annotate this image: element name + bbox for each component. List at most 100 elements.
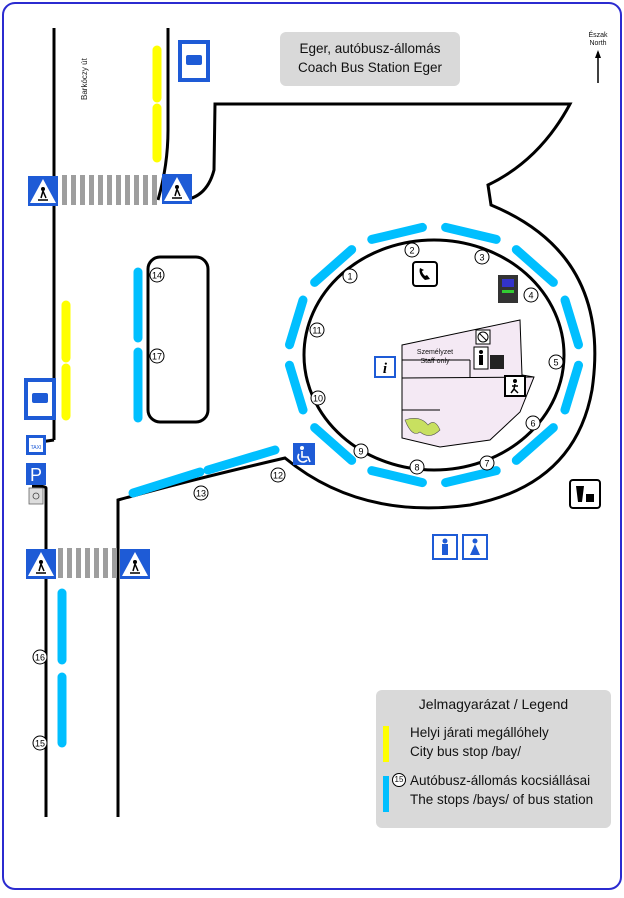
bay-number: 8: [414, 463, 419, 473]
station-island: [302, 238, 566, 472]
parking-sign-icon: P: [26, 463, 46, 485]
station-building: [401, 319, 535, 448]
station-bay-segment: [560, 295, 584, 350]
main-road-lower-stub: [31, 484, 48, 489]
bay-number: 9: [358, 447, 363, 457]
bay-number: 10: [313, 394, 323, 404]
bay-marker-3: 3: [474, 249, 490, 265]
station-outer-road: [116, 102, 597, 817]
station-bay-12: [203, 445, 280, 475]
legend-city-stop-en: City bus stop /bay/: [410, 744, 522, 759]
pedestrian-crossing-icon: [162, 174, 192, 204]
bay-marker-4: 4: [523, 287, 539, 303]
north-label-en: North: [589, 40, 607, 47]
legend-station-stop-hu: Autóbusz-állomás kocsiállásai: [410, 773, 591, 788]
bay-number: 1: [347, 272, 352, 282]
station-bay-segment: [511, 423, 558, 465]
bay-number: 3: [479, 253, 484, 263]
staff-label-en: Staff only: [420, 358, 450, 365]
legend-station-stop: Autóbusz-állomás kocsiállásai The stops …: [410, 771, 593, 809]
bay-number: 2: [409, 246, 414, 256]
information-icon: i: [374, 356, 396, 378]
signs: TAXI P i: [24, 40, 601, 579]
bay-number: 14: [152, 271, 162, 281]
legend-station-swatch: [383, 776, 389, 812]
north-arrow-icon: [595, 50, 601, 83]
north-label-hu: Észak: [588, 32, 608, 39]
title-line-english: Coach Bus Station Eger: [297, 60, 443, 75]
bay-marker-14: 14: [149, 267, 165, 283]
wheelchair-icon: [293, 443, 315, 465]
bay-marker-1: 1: [342, 268, 358, 284]
no-smoking-icon: [475, 329, 491, 345]
restaurant-icon: [569, 479, 601, 509]
station-bay-segment: [511, 245, 558, 287]
legend-city-stop-hu: Helyi járati megállóhely: [410, 725, 549, 740]
bay-marker-8: 8: [409, 459, 425, 475]
bay-marker-5: 5: [548, 354, 564, 370]
taxi-sign-icon: TAXI: [26, 435, 46, 455]
station-bay-segment: [367, 222, 427, 244]
station-bay-segment: [441, 222, 501, 244]
parking-label: P: [30, 465, 42, 485]
staff-label-hu: Személyzet: [416, 349, 454, 356]
title-line-hungarian: Eger, autóbusz-állomás: [299, 41, 441, 56]
north-road-left: [156, 28, 170, 201]
parking-island: [146, 255, 210, 424]
bay-number: 17: [152, 352, 162, 362]
telephone-icon: [412, 261, 438, 287]
women-restroom-icon: [462, 534, 488, 560]
crosswalk-upper: [62, 175, 157, 205]
bay-number: 6: [530, 419, 535, 429]
station-bay-segment: [310, 245, 357, 287]
taxi-label: TAXI: [31, 445, 42, 451]
bus-stop-sign-icon: [24, 378, 56, 420]
bay-marker-16: 16: [32, 649, 48, 665]
men-restroom-icon: [432, 534, 458, 560]
pedestrian-crossing-icon: [28, 176, 58, 206]
title-box: Eger, autóbusz-állomás Coach Bus Station…: [280, 32, 460, 86]
bay-number: 15: [35, 739, 45, 749]
bay-marker-6: 6: [525, 415, 541, 431]
legend: Jelmagyarázat / Legend Helyi járati megá…: [376, 690, 611, 828]
bay-marker-13: 13: [193, 485, 209, 501]
station-bay-segment: [284, 295, 308, 350]
bay-number: 11: [312, 326, 321, 336]
bay-number: 13: [196, 489, 206, 499]
bay-marker-15: 15: [32, 735, 48, 751]
station-bay-segment: [367, 466, 427, 488]
crosswalk-lower: [58, 548, 117, 578]
staff-only-label: Személyzet Staff only: [405, 348, 465, 366]
ticket-machine-icon: [498, 275, 518, 303]
pedestrian-crossing-icon: [120, 549, 150, 579]
bay-marker-2: 2: [404, 242, 420, 258]
legend-title: Jelmagyarázat / Legend: [418, 696, 569, 712]
bay-marker-10: 10: [310, 390, 326, 406]
pedestrian-crossing-icon: [26, 549, 56, 579]
bay-number: 16: [35, 653, 45, 663]
bus-stop-sign-icon: [178, 40, 210, 82]
legend-city-swatch: [383, 726, 389, 762]
svg-text:i: i: [383, 361, 388, 377]
waiting-room-icon: [473, 346, 504, 370]
station-bay-13: [128, 467, 205, 498]
bay-number: 5: [553, 358, 558, 368]
bay-marker-12: 12: [270, 467, 286, 483]
legend-station-stop-en: The stops /bays/ of bus station: [410, 792, 594, 807]
street-name: Barkóczy út: [80, 58, 89, 100]
exit-icon: [504, 375, 526, 397]
roads: [31, 28, 597, 817]
bay-marker-7: 7: [479, 455, 495, 471]
legend-city-stop: Helyi járati megállóhely City bus stop /…: [410, 723, 549, 761]
bay-number: 12: [273, 471, 283, 481]
north-label: Észak North: [585, 32, 611, 48]
legend-station-marker: 15: [392, 773, 406, 787]
bay-marker-17: 17: [149, 348, 165, 364]
bay-number: 7: [484, 459, 489, 469]
station-bay-segment: [284, 360, 308, 415]
station-bay-segment: [441, 466, 501, 488]
